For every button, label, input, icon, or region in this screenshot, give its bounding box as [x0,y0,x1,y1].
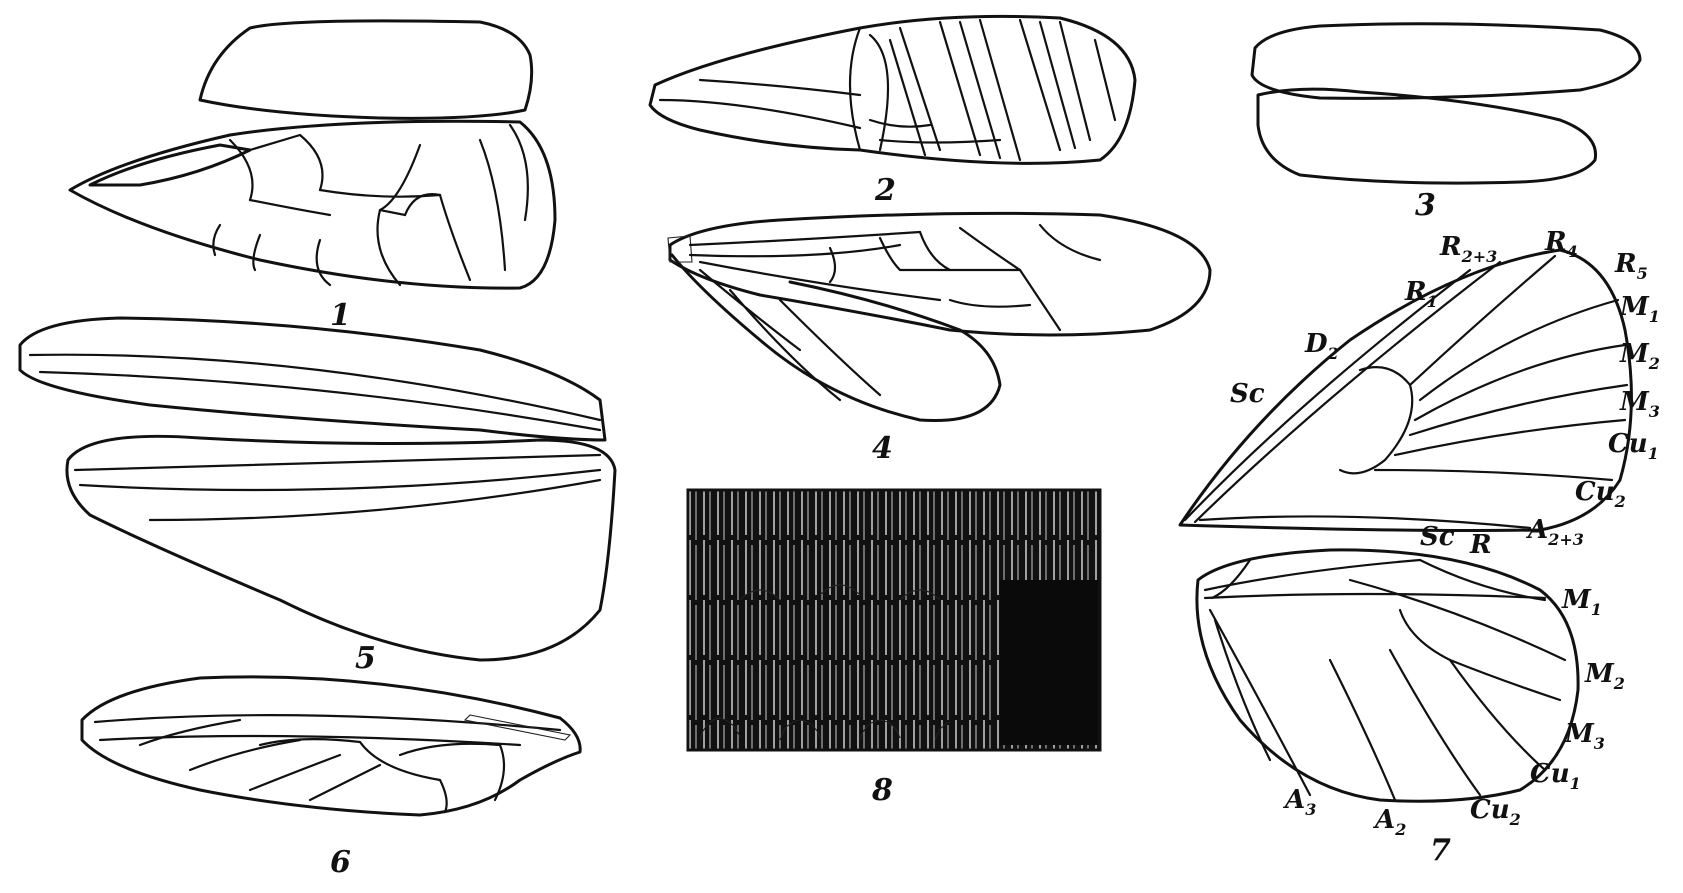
fig3-number: 3 [1415,188,1436,223]
fig5-hindwing [67,436,615,660]
wing-figure-5: 5 [20,318,615,676]
fig6-number: 6 [330,845,351,880]
label-A3-hind: A3 [1282,785,1316,819]
label-M1-hind: M1 [1561,585,1602,619]
label-M3-fore: M3 [1619,387,1660,421]
fig4-number: 4 [872,431,893,466]
label-D2: D2 [1304,329,1339,363]
label-Cu1-hind: Cu1 [1530,759,1581,793]
wing-figure-3: 3 [1252,24,1640,223]
label-R4: R4 [1544,227,1578,261]
label-M3-hind: M3 [1564,719,1605,753]
wing-figure-4: 4 [668,213,1210,466]
label-R5: R5 [1614,249,1648,283]
label-Cu1-fore: Cu1 [1608,429,1659,463]
fig7-number: 7 [1430,833,1451,868]
label-M2-hind: M2 [1584,659,1625,693]
fig8-number: 8 [871,773,893,808]
wing-figure-8: 8 [688,490,1100,808]
fig3-hindwing [1258,89,1596,183]
fig5-number: 5 [355,641,376,676]
label-R-hind: R [1469,530,1492,560]
fig7-hindwing [1197,550,1578,801]
label-M1-fore: M1 [1619,292,1660,326]
fig5-forewing [20,318,605,440]
label-R1: R1 [1404,277,1438,311]
label-M2-fore: M2 [1619,339,1660,373]
label-R2-3: R2+3 [1439,232,1497,266]
label-A2-hind: A2 [1372,805,1406,839]
label-Sc-fore: Sc [1230,379,1265,409]
wing-figure-6: 6 [82,677,580,880]
label-Sc-hind: Sc [1420,522,1455,552]
label-Cu2-hind: Cu2 [1470,795,1521,829]
fig6-wing [82,677,580,815]
wing-figure-1: 1 [70,21,555,333]
fig1-number: 1 [330,298,351,333]
fig2-number: 2 [874,173,896,208]
fig1-elytron [200,21,532,118]
wing-figure-2: 2 [650,16,1135,208]
fig3-forewing [1252,24,1640,99]
fig4-forewing [670,213,1210,335]
wing-figure-7: R1 R2+3 R4 R5 M1 M2 M3 Cu1 Cu2 A2+3 D2 S… [1180,227,1660,868]
